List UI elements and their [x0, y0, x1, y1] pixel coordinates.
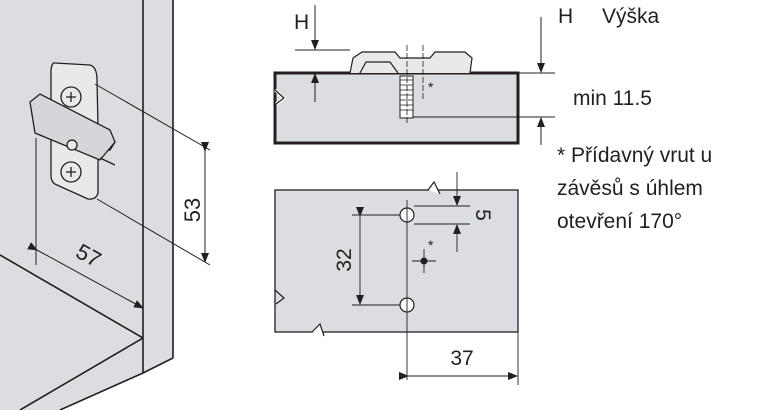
plan-view — [274, 172, 519, 385]
perspective-dimensions — [27, 83, 211, 309]
legend-h-symbol: H — [558, 5, 574, 28]
dimension-53: 53 — [180, 198, 205, 222]
legend-h-label: Výška — [602, 5, 660, 28]
dimension-5: 5 — [471, 209, 494, 221]
legend-min-thickness: min 11.5 — [573, 87, 652, 110]
note-line-2: závěsů s úhlem — [557, 177, 703, 200]
dimension-32: 32 — [333, 248, 356, 271]
screw-marker-section: * — [428, 79, 434, 95]
note-line-3: otevření 170° — [557, 210, 683, 233]
note-line-1: * Přídavný vrut u — [557, 144, 713, 167]
section-view — [273, 5, 555, 145]
dimension-37: 37 — [450, 347, 473, 370]
height-symbol: H — [294, 11, 309, 34]
mounting-plate-illustration — [29, 62, 116, 200]
cabinet-perspective — [0, 0, 174, 410]
screw-marker-plan: * — [428, 237, 434, 253]
